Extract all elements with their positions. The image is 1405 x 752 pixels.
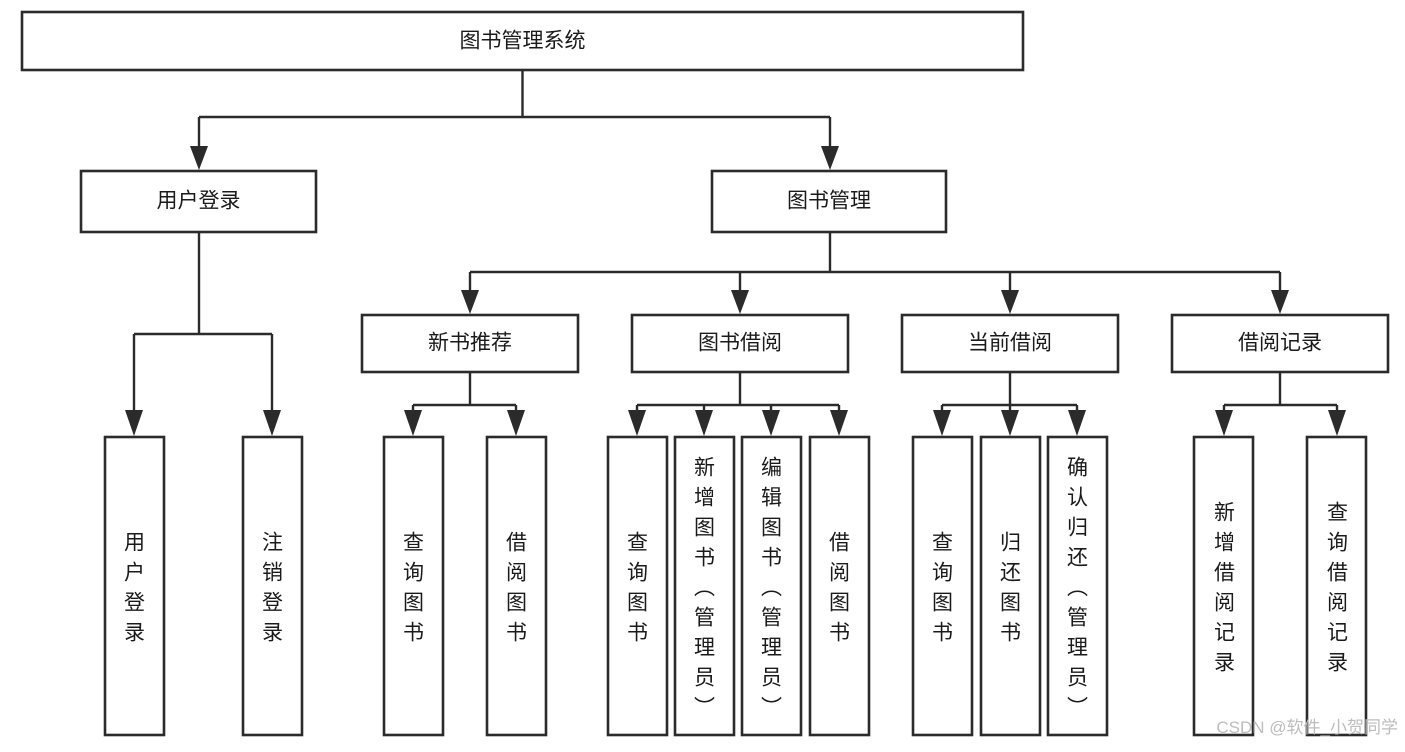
arrow-icon-leaf-query-record <box>1328 410 1346 436</box>
node-leaf-add-record[interactable]: 新增借阅记录 <box>1192 435 1255 737</box>
arrow-icon-book-management <box>821 146 839 170</box>
node-leaf-edit-book-label: 编辑图书︵管理员︶ <box>761 456 782 719</box>
node-leaf-borrow-book-1-label: 借阅图书 <box>506 531 527 644</box>
arrow-icon-leaf-query-book-2 <box>628 410 646 436</box>
node-user-login-label: 用户登录 <box>157 190 241 213</box>
node-leaf-query-book-1[interactable]: 查询图书 <box>382 435 445 737</box>
node-root-box[interactable] <box>20 10 1025 72</box>
node-leaf-query-book-2-box[interactable] <box>606 435 669 737</box>
node-leaf-borrow-book-1-box[interactable] <box>485 435 548 737</box>
node-user-login[interactable]: 用户登录 <box>79 169 318 234</box>
arrow-icon-leaf-add-book <box>695 410 713 436</box>
arrow-icon-leaf-add-record <box>1215 410 1233 436</box>
node-leaf-confirm-return[interactable]: 确认归还︵管理员︶ <box>1046 435 1109 737</box>
node-leaf-edit-book-box[interactable] <box>740 435 803 737</box>
node-current-borrow-box[interactable] <box>900 313 1120 374</box>
node-leaf-borrow-book-2[interactable]: 借阅图书 <box>808 435 871 737</box>
node-leaf-return-book-label: 归还图书 <box>1000 531 1021 644</box>
node-book-management[interactable]: 图书管理 <box>710 169 948 234</box>
node-root-label: 图书管理系统 <box>460 30 586 53</box>
node-leaf-query-book-3-label: 查询图书 <box>932 531 953 644</box>
node-leaf-user-login-label: 用户登录 <box>124 531 145 644</box>
node-leaf-add-book[interactable]: 新增图书︵管理员︶ <box>673 435 736 737</box>
arrow-icon-leaf-user-login <box>125 410 143 436</box>
connector-group-user-login <box>125 232 281 436</box>
arrow-icon-user-login <box>190 146 208 170</box>
node-current-borrow[interactable]: 当前借阅 <box>900 313 1120 374</box>
node-root[interactable]: 图书管理系统 <box>20 10 1025 72</box>
node-leaf-add-book-label: 新增图书︵管理员︶ <box>694 456 715 719</box>
arrow-icon-book-borrow <box>731 290 749 314</box>
arrow-icon-leaf-query-book-3 <box>933 410 951 436</box>
connector-group-root <box>190 70 839 170</box>
node-leaf-query-record-label: 查询借阅记录 <box>1327 501 1348 674</box>
node-leaf-logout[interactable]: 注销登录 <box>241 435 304 737</box>
node-leaf-query-book-3[interactable]: 查询图书 <box>911 435 974 737</box>
node-leaf-return-book[interactable]: 归还图书 <box>979 435 1042 737</box>
node-leaf-edit-book[interactable]: 编辑图书︵管理员︶ <box>740 435 803 737</box>
node-leaf-borrow-book-2-box[interactable] <box>808 435 871 737</box>
connector-group-current-borrow <box>933 372 1086 436</box>
node-leaf-query-book-1-box[interactable] <box>382 435 445 737</box>
node-leaf-return-book-box[interactable] <box>979 435 1042 737</box>
node-book-borrow-box[interactable] <box>630 313 850 374</box>
arrow-icon-leaf-logout <box>263 410 281 436</box>
node-borrow-record-box[interactable] <box>1170 313 1390 374</box>
csdn-watermark: CSDN @软件_小贺同学 <box>1216 718 1398 737</box>
node-leaf-confirm-return-label: 确认归还︵管理员︶ <box>1067 456 1088 719</box>
node-book-management-label: 图书管理 <box>787 190 871 213</box>
node-new-book-recommend-label: 新书推荐 <box>428 332 512 355</box>
connector-group-borrow-record <box>1215 372 1346 436</box>
node-leaf-query-book-2[interactable]: 查询图书 <box>606 435 669 737</box>
arrow-icon-leaf-borrow-book-2 <box>830 410 848 436</box>
node-new-book-recommend-box[interactable] <box>360 313 580 374</box>
node-leaf-confirm-return-box[interactable] <box>1046 435 1109 737</box>
arrow-icon-leaf-query-book-1 <box>404 410 422 436</box>
arrow-icon-new-book-recommend <box>461 290 479 314</box>
node-leaf-borrow-book-2-label: 借阅图书 <box>829 531 850 644</box>
node-leaf-add-record-label: 新增借阅记录 <box>1214 501 1235 674</box>
node-leaf-user-login-box[interactable] <box>103 435 166 737</box>
connector-group-book-borrow <box>628 372 848 436</box>
node-borrow-record[interactable]: 借阅记录 <box>1170 313 1390 374</box>
node-leaf-query-book-3-box[interactable] <box>911 435 974 737</box>
arrow-icon-leaf-edit-book <box>762 410 780 436</box>
connector-group-book-management <box>461 232 1289 314</box>
node-leaf-user-login[interactable]: 用户登录 <box>103 435 166 737</box>
node-current-borrow-label: 当前借阅 <box>968 332 1052 355</box>
node-leaf-query-record-box[interactable] <box>1305 435 1368 737</box>
node-leaf-query-book-1-label: 查询图书 <box>403 531 424 644</box>
node-new-book-recommend[interactable]: 新书推荐 <box>360 313 580 374</box>
node-leaf-add-record-box[interactable] <box>1192 435 1255 737</box>
node-leaf-query-record[interactable]: 查询借阅记录 <box>1305 435 1368 737</box>
node-leaf-logout-box[interactable] <box>241 435 304 737</box>
arrow-icon-leaf-borrow-book-1 <box>507 410 525 436</box>
node-borrow-record-label: 借阅记录 <box>1238 332 1322 355</box>
node-user-login-box[interactable] <box>79 169 318 234</box>
arrow-icon-leaf-return-book <box>1001 410 1019 436</box>
node-book-borrow[interactable]: 图书借阅 <box>630 313 850 374</box>
node-leaf-logout-label: 注销登录 <box>262 531 283 644</box>
arrow-icon-borrow-record <box>1271 290 1289 314</box>
node-book-borrow-label: 图书借阅 <box>698 332 782 355</box>
node-leaf-add-book-box[interactable] <box>673 435 736 737</box>
arrow-icon-leaf-confirm-return <box>1068 410 1086 436</box>
node-leaf-borrow-book-1[interactable]: 借阅图书 <box>485 435 548 737</box>
arrow-icon-current-borrow <box>1001 290 1019 314</box>
node-leaf-query-book-2-label: 查询图书 <box>627 531 648 644</box>
node-book-management-box[interactable] <box>710 169 948 234</box>
connector-group-new-book-recommend <box>404 372 525 436</box>
